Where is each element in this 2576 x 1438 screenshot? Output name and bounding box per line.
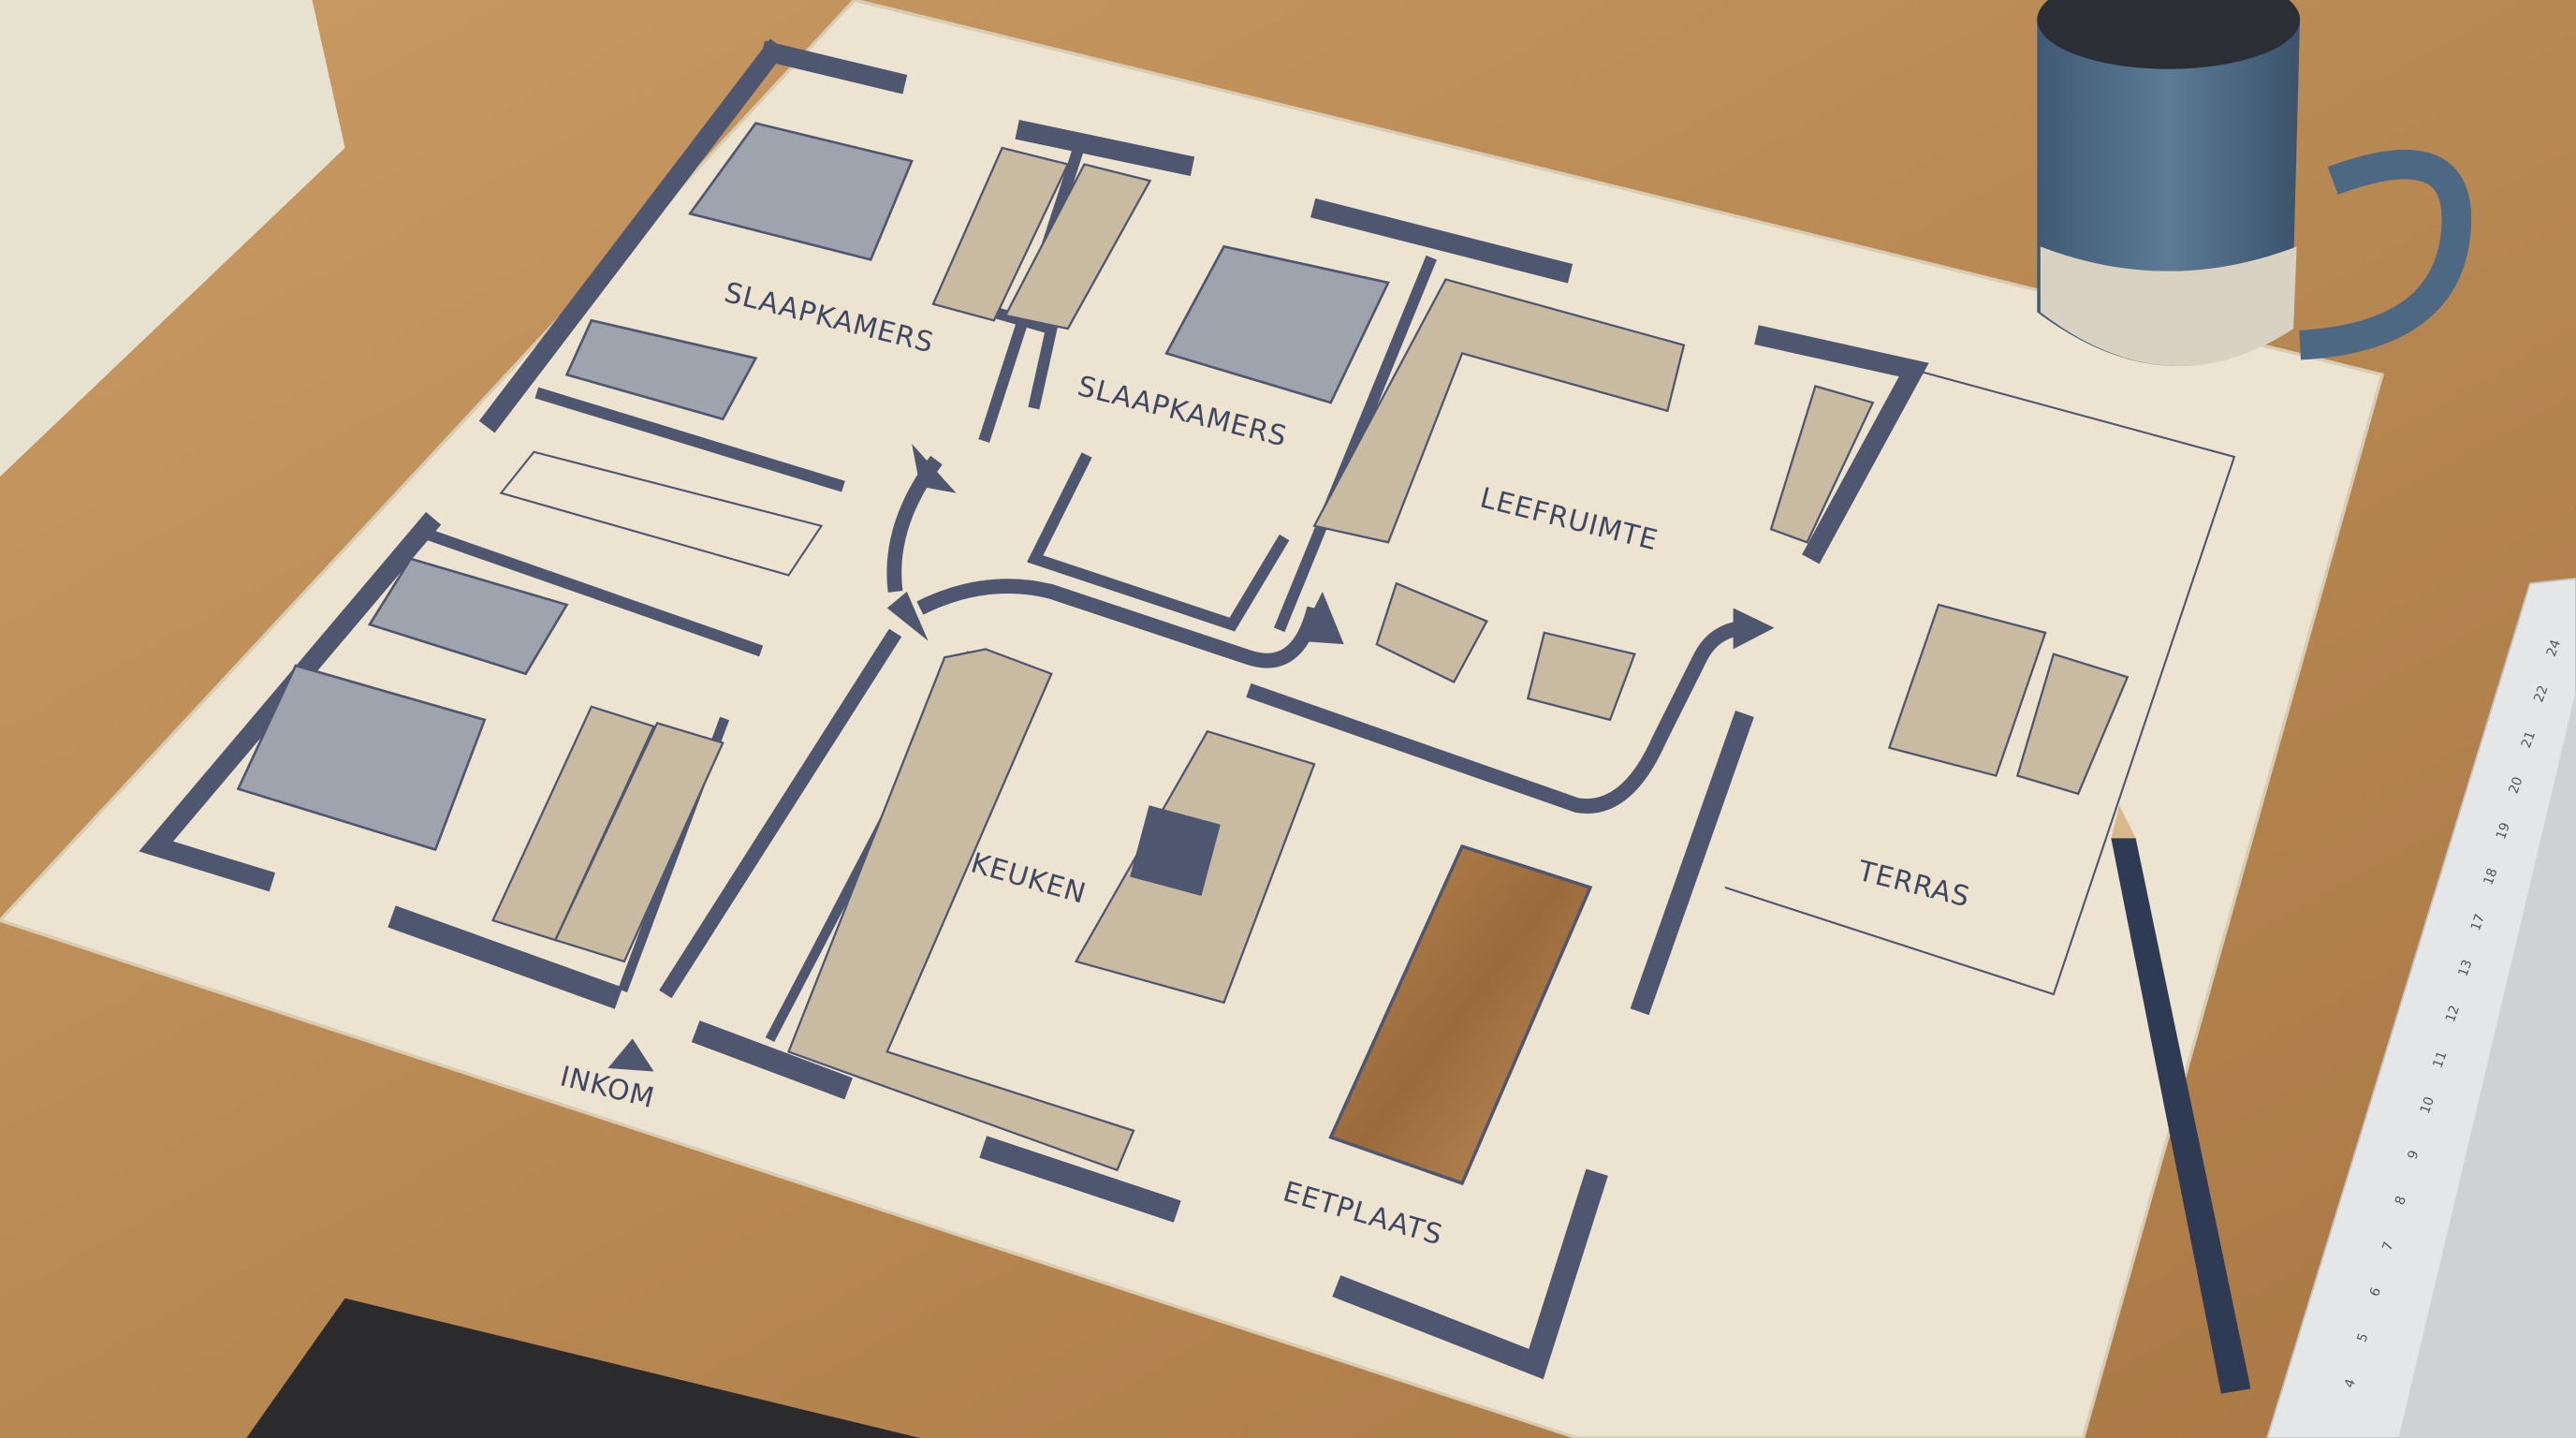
ruler-tick-label: 7 [2380, 1240, 2397, 1253]
kitchen-counter [786, 648, 1135, 1172]
ruler-tick-label: 6 [2367, 1285, 2384, 1299]
wardrobe [490, 705, 656, 942]
bed [1164, 244, 1390, 404]
ruler-tick-label: 22 [2531, 683, 2551, 704]
ruler [2266, 578, 2576, 1438]
bed [564, 318, 758, 421]
ruler-tick-label: 21 [2519, 729, 2539, 750]
coffee-mug [2037, 0, 2472, 366]
armchair [1375, 581, 1488, 684]
ruler-tick-label: 19 [2494, 821, 2513, 842]
ruler-tick-label: 24 [2544, 638, 2564, 658]
arrow-heads [607, 443, 1775, 1072]
cooktop [1130, 805, 1221, 897]
wardrobe [931, 146, 1070, 322]
entrance-marker [607, 1038, 654, 1072]
bed [687, 122, 914, 261]
chair-shadow [246, 1298, 920, 1438]
ruler-tick-label: 9 [2405, 1149, 2422, 1162]
bed [367, 557, 569, 676]
ruler-tick-label: 10 [2418, 1095, 2437, 1116]
armchair [1526, 631, 1636, 722]
ruler-tick-label: 8 [2393, 1195, 2409, 1208]
ruler-tick-label: 4 [2342, 1377, 2359, 1390]
ruler-tick-label: 12 [2443, 1004, 2463, 1024]
ruler-tick-label: 11 [2430, 1049, 2450, 1070]
tv-unit [1769, 385, 1875, 544]
ruler-tick-label: 5 [2355, 1331, 2372, 1344]
terrace-table [1887, 603, 2047, 777]
terrace-sofa [2015, 653, 2130, 796]
bed [236, 664, 487, 852]
ruler-tick-labels: 4 5 6 7 8 9 10 11 12 13 17 18 19 20 21 22 24 [2342, 638, 2564, 1389]
sofa [1312, 278, 1686, 544]
furniture [236, 122, 2130, 1186]
dining-table [1328, 844, 1593, 1186]
ruler-tick-label: 13 [2455, 958, 2475, 978]
ruler-tick-label: 17 [2468, 912, 2488, 932]
pencil [2111, 805, 2251, 1394]
stairs [499, 450, 824, 577]
ruler-tick-label: 18 [2481, 866, 2500, 887]
ruler-tick-label: 20 [2506, 775, 2525, 796]
wardrobe [1003, 163, 1152, 330]
window [0, 0, 345, 477]
floor-plan [139, 38, 2236, 1380]
circulation-arrows [659, 455, 1759, 999]
